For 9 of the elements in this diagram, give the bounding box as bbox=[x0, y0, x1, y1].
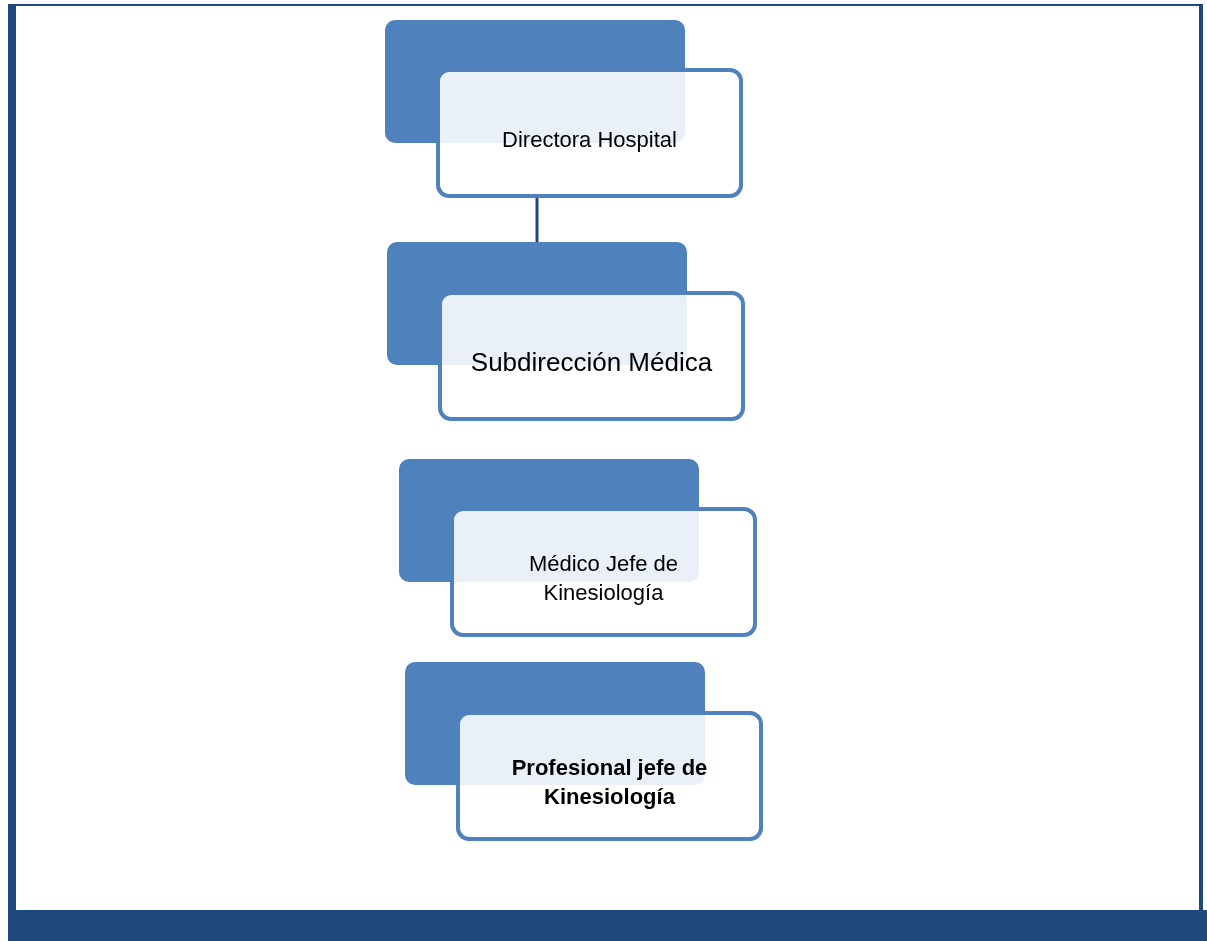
org-card bbox=[387, 242, 745, 421]
org-card bbox=[405, 662, 763, 841]
role-title: Médico Jefe de Kinesiología bbox=[527, 550, 680, 607]
role-title: Subdirección Médica bbox=[470, 346, 713, 380]
org-card bbox=[399, 459, 757, 637]
connector-line bbox=[535, 198, 539, 242]
role-title: Profesional jefe de Kinesiología bbox=[510, 754, 709, 811]
org-card bbox=[385, 20, 743, 198]
role-title: Directora Hospital bbox=[502, 125, 677, 154]
